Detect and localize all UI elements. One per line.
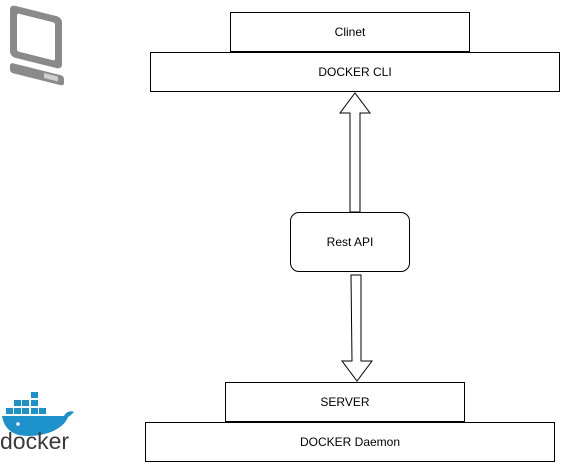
rest-api-label: Rest API [326, 235, 374, 249]
arrow-up-to-cli [339, 92, 371, 213]
computer-icon [10, 5, 64, 86]
client-label: Clinet [334, 25, 366, 39]
client-box: Clinet [230, 12, 470, 52]
docker-cli-label: DOCKER CLI [318, 65, 392, 79]
server-box: SERVER [225, 382, 465, 422]
docker-whale-icon [2, 392, 74, 436]
rest-api-box: Rest API [290, 212, 410, 272]
docker-cli-box: DOCKER CLI [150, 52, 560, 92]
docker-daemon-box: DOCKER Daemon [145, 422, 555, 462]
server-label: SERVER [320, 395, 370, 409]
arrow-down-to-server [341, 274, 373, 382]
docker-logo-text: docker [0, 428, 70, 454]
docker-daemon-label: DOCKER Daemon [299, 435, 401, 449]
